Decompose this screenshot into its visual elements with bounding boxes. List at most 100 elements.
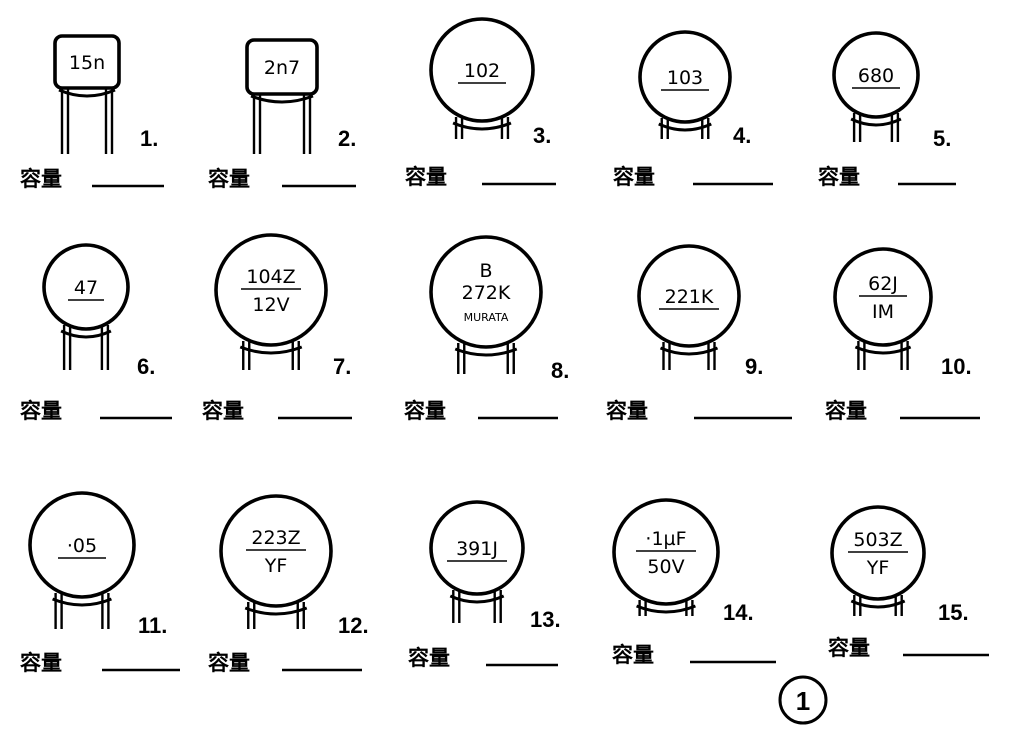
item-number: 6.	[137, 354, 155, 379]
capacitor-body-edge	[659, 346, 719, 356]
capacitor-body	[638, 30, 732, 124]
capacitor-body	[429, 235, 543, 349]
capacitor-body	[429, 500, 525, 596]
capacitor-marking: 12V	[252, 294, 289, 316]
capacitor-body-edge	[636, 604, 696, 614]
capacitor-lead	[291, 341, 300, 370]
capacity-label: 容量	[825, 399, 867, 423]
capacitor-marking: 103	[667, 67, 703, 89]
item-number: 8.	[551, 358, 569, 383]
capacitor-lead	[857, 341, 866, 370]
capacitor-lead	[452, 590, 461, 623]
item-number: 15.	[938, 600, 969, 625]
capacity-label: 容量	[20, 167, 62, 191]
capacitor-lead	[247, 602, 256, 629]
capacity-label: 容量	[612, 643, 654, 667]
capacitor-body-edge	[250, 94, 314, 104]
capacitor-grid: 15n1.容量2n72.容量1023.容量1034.容量6805.容量476.容…	[20, 17, 989, 675]
capacitor-body	[53, 34, 121, 90]
capacitor-body	[245, 38, 319, 96]
capacitor-body	[42, 243, 130, 331]
capacity-label: 容量	[208, 651, 250, 675]
page-number-circle	[778, 675, 828, 725]
capacitor-marking: 50V	[647, 556, 684, 578]
capacity-label: 容量	[20, 651, 62, 675]
capacitor-body-edge	[454, 347, 518, 357]
capacitor-lead	[242, 341, 251, 370]
capacitor-body	[214, 233, 328, 347]
capacitor-marking: 102	[464, 60, 500, 82]
capacity-label: 容量	[818, 165, 860, 189]
capacitor-marking: 680	[858, 65, 894, 87]
capacitor-lead	[707, 342, 716, 370]
page-number: 1	[796, 686, 810, 716]
page-number-badge: 1	[778, 675, 828, 725]
item-number: 2.	[338, 126, 356, 151]
capacity-label: 容量	[408, 646, 450, 670]
capacity-label: 容量	[606, 399, 648, 423]
item-number: 1.	[140, 126, 158, 151]
capacity-label: 容量	[208, 167, 250, 191]
capacitor-body	[833, 247, 933, 347]
capacitor-body-edge	[850, 599, 906, 609]
capacitor-body	[219, 494, 333, 608]
capacitor-lead	[454, 117, 464, 139]
capacity-label: 容量	[202, 399, 244, 423]
capacitor-lead	[101, 593, 110, 629]
capacitor-item: 103 4. 容量	[613, 30, 773, 189]
capacitor-body-edge	[58, 88, 116, 98]
capacitor-marking: 62J	[868, 273, 898, 295]
capacitor-body-edge	[60, 329, 112, 339]
capacitor-body	[28, 491, 136, 599]
capacitor-marking: 2n7	[264, 57, 300, 79]
item-number: 3.	[533, 123, 551, 148]
item-number: 14.	[723, 600, 754, 625]
capacitor-lead	[104, 84, 114, 154]
capacitor-body	[830, 505, 926, 601]
capacitor-marking: B	[479, 260, 492, 282]
capacitor-body-edge	[658, 122, 712, 132]
capacity-label: 容量	[405, 165, 447, 189]
capacitor-lead	[60, 84, 70, 154]
capacitor-lead	[900, 341, 909, 370]
capacity-label: 容量	[613, 165, 655, 189]
capacitor-item: 476.容量	[20, 243, 172, 423]
capacity-label: 容量	[404, 399, 446, 423]
item-number: 9.	[745, 354, 763, 379]
item-number: 12.	[338, 613, 369, 638]
capacitor-marking: YF	[866, 557, 890, 579]
capacitor-lead	[302, 90, 312, 154]
capacitor-body-edge	[449, 594, 505, 604]
capacitor-lead	[252, 90, 262, 154]
capacitor-body	[637, 244, 741, 348]
capacitor-item: 2n7 2. 容量	[208, 38, 356, 191]
capacitor-lead	[493, 590, 502, 623]
capacity-label: 容量	[20, 399, 62, 423]
capacitor-lead	[296, 602, 305, 629]
capacitor-marking: 272K	[462, 282, 511, 304]
capacitor-lead	[852, 113, 862, 142]
capacitor-item: 102 3. 容量	[405, 17, 556, 189]
item-number: 11.	[138, 613, 167, 638]
capacitor-body	[832, 31, 920, 119]
capacitor-lead	[506, 343, 515, 374]
capacitor-body	[612, 498, 720, 606]
item-number: 4.	[733, 123, 751, 148]
capacitor-lead	[54, 593, 63, 629]
capacitor-body-edge	[244, 606, 308, 616]
capacitor-lead	[890, 113, 900, 142]
capacity-label: 容量	[828, 636, 870, 660]
item-number: 10.	[941, 354, 972, 379]
